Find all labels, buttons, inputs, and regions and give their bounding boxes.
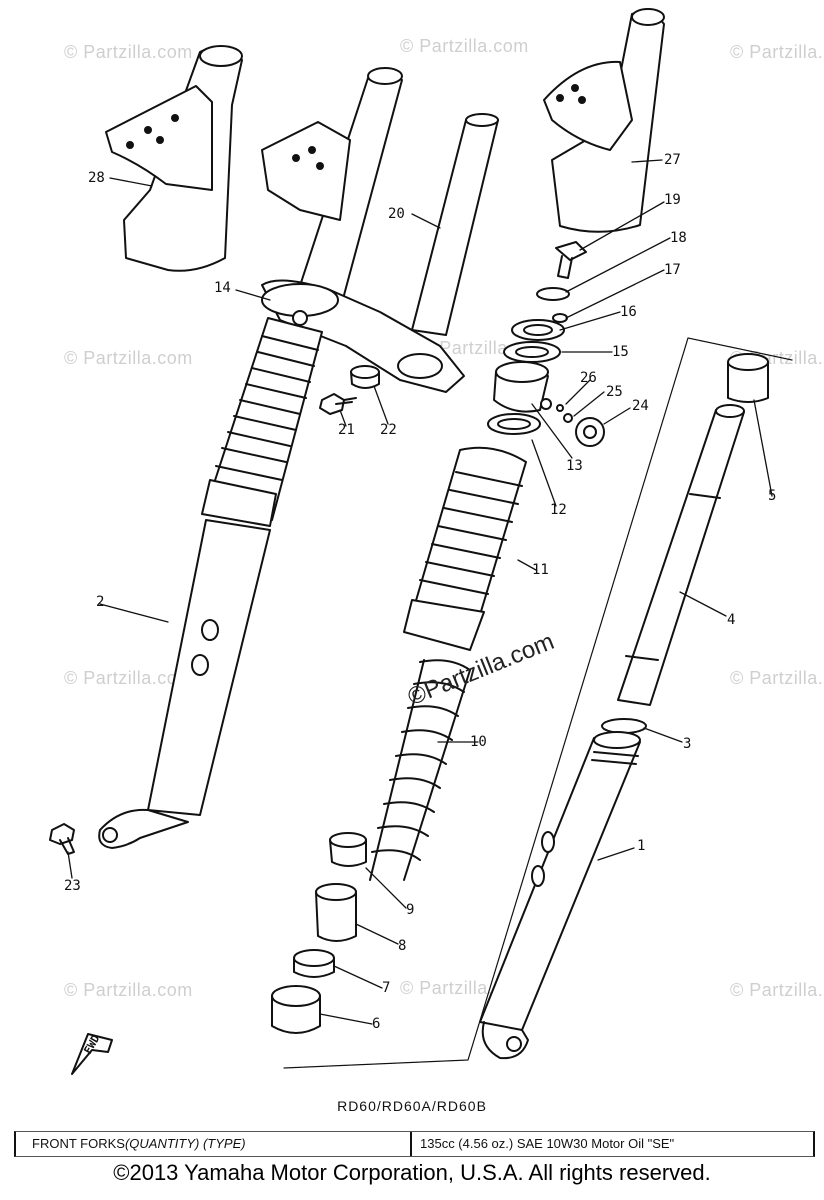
- seal-ring: [503, 341, 561, 363]
- left-fork-boot: [201, 317, 323, 527]
- spec-part-cell: FRONT FORKS(QUANTITY) (TYPE): [16, 1132, 412, 1156]
- drain-bolt: [49, 823, 75, 855]
- seal-7: [293, 949, 335, 978]
- callout-8: 8: [398, 938, 407, 954]
- spec-quantity: (QUANTITY): [124, 1136, 200, 1151]
- watermark: © Partzilla.com: [730, 980, 824, 1000]
- o-ring: [552, 313, 568, 323]
- spec-part-name: FRONT FORKS: [32, 1136, 125, 1151]
- reflector: [575, 417, 605, 447]
- watermark: © Partzilla.com: [400, 36, 529, 56]
- callout-26: 26: [580, 370, 597, 386]
- assembly-outline: [283, 337, 793, 1069]
- callout-10: 10: [470, 734, 487, 750]
- callout-15: 15: [612, 344, 629, 360]
- callout-2: 2: [96, 594, 105, 610]
- fork-boot: [403, 446, 527, 651]
- callout-21: 21: [338, 422, 355, 438]
- spec-table: FRONT FORKS(QUANTITY) (TYPE) 135cc (4.56…: [14, 1131, 815, 1157]
- callout-16: 16: [620, 304, 637, 320]
- oil-seal: [511, 319, 565, 341]
- callout-4: 4: [727, 612, 736, 628]
- spec-value: 135cc (4.56 oz.) SAE 10W30 Motor Oil "SE…: [420, 1136, 675, 1151]
- washer-small: [556, 404, 564, 412]
- callout-3: 3: [683, 736, 692, 752]
- inner-tube: [411, 113, 499, 336]
- callout-28: 28: [88, 170, 105, 186]
- callout-27: 27: [664, 152, 681, 168]
- callout-5: 5: [768, 488, 777, 504]
- callout-12: 12: [550, 502, 567, 518]
- inner-tube-right: [617, 404, 745, 706]
- watermark: © Partzilla.com: [64, 980, 193, 1000]
- seal-6: [271, 985, 321, 1034]
- callout-20: 20: [388, 206, 405, 222]
- callout-24: 24: [632, 398, 649, 414]
- outer-tube-right: [479, 731, 641, 1060]
- pinch-bolt: [319, 393, 357, 415]
- under-bracket: [261, 279, 465, 393]
- bushing-8: [315, 883, 357, 942]
- callout-1: 1: [637, 838, 646, 854]
- collar: [350, 365, 380, 389]
- nut: [563, 413, 573, 423]
- cap-bolt: [555, 241, 587, 279]
- headlight-bracket-left: [105, 45, 243, 272]
- callout-9: 9: [406, 902, 415, 918]
- o-ring-3: [601, 718, 647, 734]
- cover: [493, 361, 552, 413]
- fork-spring: [369, 659, 471, 881]
- leader-lines: [67, 159, 773, 1025]
- guide: [487, 413, 541, 435]
- spec-type: (TYPE): [202, 1136, 246, 1151]
- watermark: © Partzilla.com: [730, 42, 824, 62]
- callout-11: 11: [532, 562, 549, 578]
- left-fork-upper: [261, 67, 403, 311]
- bushing-9: [329, 832, 367, 867]
- copyright: ©2013 Yamaha Motor Corporation, U.S.A. A…: [113, 1160, 711, 1185]
- callout-17: 17: [664, 262, 681, 278]
- fwd-arrow: [71, 1033, 113, 1075]
- callout-6: 6: [372, 1016, 381, 1032]
- watermark: © Partzilla.com: [64, 668, 193, 688]
- model-label: RD60/RD60A/RD60B: [337, 1098, 487, 1114]
- callout-18: 18: [670, 230, 687, 246]
- left-outer-tube: [98, 519, 271, 849]
- watermark: © Partzilla.com: [64, 348, 193, 368]
- fork-drawing: [49, 8, 793, 1075]
- callout-25: 25: [606, 384, 623, 400]
- watermark: © Partzilla.com: [64, 42, 193, 62]
- headlight-bracket-right: [543, 8, 665, 233]
- callout-14: 14: [214, 280, 231, 296]
- callout-13: 13: [566, 458, 583, 474]
- callout-22: 22: [380, 422, 397, 438]
- tube-cap: [727, 353, 769, 403]
- watermark: © Partzilla.com: [730, 668, 824, 688]
- callout-7: 7: [382, 980, 391, 996]
- callout-23: 23: [64, 878, 81, 894]
- callout-19: 19: [664, 192, 681, 208]
- washer: [536, 287, 570, 301]
